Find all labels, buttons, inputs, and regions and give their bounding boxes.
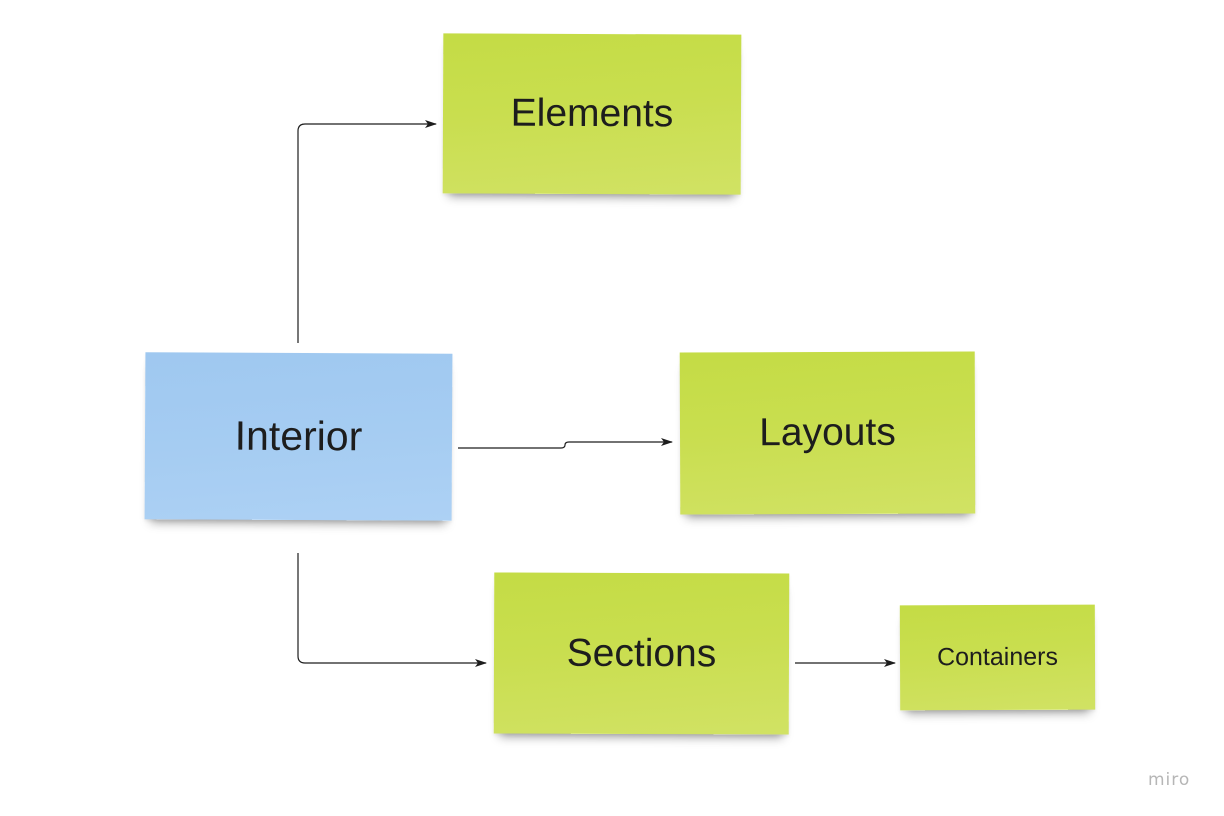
note-label-layouts: Layouts (759, 410, 896, 455)
connector-interior-to-layouts[interactable] (458, 438, 673, 449)
connector-interior-to-sections[interactable] (297, 553, 487, 667)
sticky-note-containers[interactable]: Containers (899, 604, 1096, 711)
note-label-elements: Elements (510, 91, 674, 136)
miro-watermark: miro (1148, 770, 1191, 790)
sticky-note-sections[interactable]: Sections (493, 572, 790, 735)
sticky-note-elements[interactable]: Elements (442, 33, 742, 195)
sticky-note-layouts[interactable]: Layouts (679, 351, 976, 515)
note-label-sections: Sections (566, 631, 717, 675)
note-label-containers: Containers (936, 642, 1058, 672)
note-label-interior: Interior (234, 412, 363, 460)
connector-interior-to-elements[interactable] (297, 120, 437, 343)
sticky-note-interior[interactable]: Interior (144, 352, 453, 521)
